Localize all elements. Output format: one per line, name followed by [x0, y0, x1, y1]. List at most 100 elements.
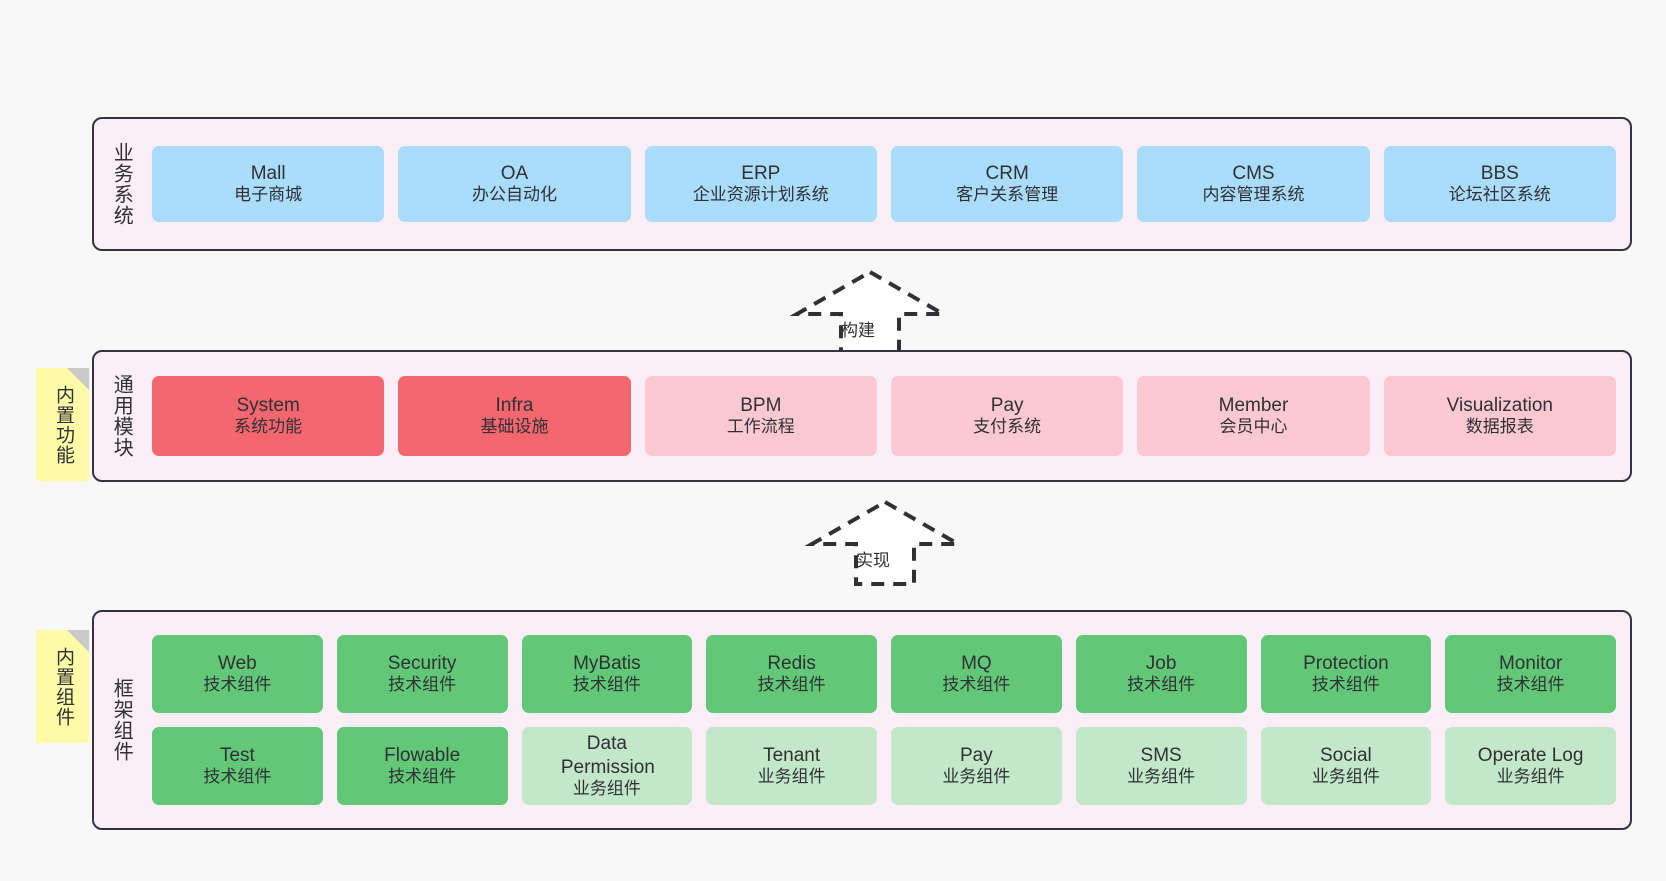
note-fold-corner-icon	[67, 368, 89, 390]
card-pay-module-cn: 支付系统	[973, 417, 1042, 437]
card-mall-en: Mall	[250, 163, 286, 185]
card-system-cn: 系统功能	[234, 417, 303, 437]
connector-build-arrow	[789, 269, 951, 356]
card-bpm-cn: 工作流程	[726, 417, 795, 437]
band-body-business-systems: Mall 电子商城 OA 办公自动化 ERP 企业资源计划系统 CRM 客户关系…	[148, 119, 1630, 249]
card-bbs-cn: 论坛社区系统	[1448, 185, 1551, 205]
card-protection[interactable]: Protection 技术组件	[1260, 635, 1432, 713]
card-pay-component[interactable]: Pay 业务组件	[891, 727, 1062, 805]
card-sms-en: SMS	[1140, 745, 1182, 767]
card-sms[interactable]: SMS 业务组件	[1075, 727, 1247, 805]
card-security[interactable]: Security 技术组件	[336, 635, 508, 713]
card-sms-cn: 业务组件	[1127, 767, 1196, 787]
card-redis[interactable]: Redis 技术组件	[706, 635, 877, 713]
card-redis-en: Redis	[767, 653, 816, 675]
card-web-en: Web	[218, 653, 257, 675]
card-mybatis-cn: 技术组件	[572, 675, 641, 695]
card-test-en: Test	[219, 745, 255, 767]
band-title-business-systems: 业务系统	[110, 142, 133, 226]
card-mq-cn: 技术组件	[942, 675, 1011, 695]
card-tenant-en: Tenant	[763, 745, 821, 767]
card-operate-log-cn: 业务组件	[1496, 767, 1565, 787]
card-pay-component-cn: 业务组件	[942, 767, 1011, 787]
card-mq-en: MQ	[961, 653, 992, 675]
card-monitor-cn: 技术组件	[1496, 675, 1565, 695]
band-body-framework-components: Web 技术组件 Security 技术组件 MyBatis 技术组件 Redi…	[148, 612, 1630, 828]
card-bbs[interactable]: BBS 论坛社区系统	[1383, 146, 1616, 222]
card-tenant[interactable]: Tenant 业务组件	[706, 727, 877, 805]
card-protection-en: Protection	[1303, 653, 1389, 675]
card-visualization-cn: 数据报表	[1465, 417, 1534, 437]
connector-implement: 实现	[804, 498, 970, 588]
card-security-en: Security	[387, 653, 457, 675]
card-infra-en: Infra	[495, 395, 534, 417]
card-social-cn: 业务组件	[1311, 767, 1380, 787]
card-cms[interactable]: CMS 内容管理系统	[1137, 146, 1370, 222]
note-builtin-components-label: 内置组件	[52, 646, 74, 727]
card-mall[interactable]: Mall 电子商城	[152, 146, 385, 222]
card-social[interactable]: Social 业务组件	[1260, 727, 1432, 805]
card-test[interactable]: Test 技术组件	[152, 727, 323, 805]
card-oa-cn: 办公自动化	[471, 185, 557, 205]
band-title-common-modules: 通用模块	[110, 374, 133, 458]
card-bpm[interactable]: BPM 工作流程	[644, 376, 877, 456]
card-data-permission-cn: 业务组件	[572, 778, 641, 798]
connector-build-label: 构建	[841, 321, 875, 340]
card-cms-cn: 内容管理系统	[1202, 185, 1305, 205]
card-erp[interactable]: ERP 企业资源计划系统	[644, 146, 877, 222]
card-data-permission[interactable]: Data Permission 业务组件	[521, 727, 693, 805]
card-job-cn: 技术组件	[1127, 675, 1196, 695]
card-pay-module[interactable]: Pay 支付系统	[890, 376, 1124, 456]
card-erp-cn: 企业资源计划系统	[692, 185, 829, 205]
card-crm-cn: 客户关系管理	[956, 185, 1059, 205]
note-builtin-features-label: 内置功能	[52, 384, 74, 465]
card-infra-cn: 基础设施	[480, 417, 549, 437]
band-title-framework-components: 框架组件	[110, 678, 133, 762]
card-job[interactable]: Job 技术组件	[1075, 635, 1247, 713]
card-flowable[interactable]: Flowable 技术组件	[336, 727, 508, 805]
card-oa-en: OA	[500, 163, 529, 185]
card-mall-cn: 电子商城	[234, 185, 303, 205]
card-mybatis-en: MyBatis	[573, 653, 641, 675]
note-builtin-components: 内置组件	[36, 630, 89, 743]
card-infra[interactable]: Infra 基础设施	[398, 376, 631, 456]
card-pay-component-en: Pay	[960, 745, 993, 767]
card-bpm-en: BPM	[740, 395, 782, 417]
card-system-en: System	[236, 395, 300, 417]
card-member-cn: 会员中心	[1219, 417, 1288, 437]
card-monitor[interactable]: Monitor 技术组件	[1445, 635, 1616, 713]
card-data-permission-en: Data Permission	[560, 733, 655, 778]
card-member-en: Member	[1218, 395, 1289, 417]
card-crm[interactable]: CRM 客户关系管理	[890, 146, 1124, 222]
card-oa[interactable]: OA 办公自动化	[398, 146, 631, 222]
connector-implement-arrow	[804, 499, 966, 586]
card-operate-log[interactable]: Operate Log 业务组件	[1445, 727, 1616, 805]
card-erp-en: ERP	[741, 163, 781, 185]
note-builtin-features: 内置功能	[36, 368, 89, 481]
card-social-en: Social	[1320, 745, 1372, 767]
card-security-cn: 技术组件	[388, 675, 457, 695]
card-flowable-en: Flowable	[384, 745, 461, 767]
card-visualization-en: Visualization	[1446, 395, 1553, 417]
card-crm-en: CRM	[985, 163, 1029, 185]
card-tenant-cn: 业务组件	[757, 767, 826, 787]
card-system[interactable]: System 系统功能	[152, 376, 385, 456]
card-redis-cn: 技术组件	[757, 675, 826, 695]
card-web[interactable]: Web 技术组件	[152, 635, 323, 713]
connector-implement-label: 实现	[856, 551, 890, 570]
card-visualization[interactable]: Visualization 数据报表	[1383, 376, 1616, 456]
card-cms-en: CMS	[1232, 163, 1275, 185]
card-operate-log-en: Operate Log	[1477, 745, 1584, 767]
card-job-en: Job	[1145, 653, 1177, 675]
card-mq[interactable]: MQ 技术组件	[891, 635, 1062, 713]
card-mybatis[interactable]: MyBatis 技术组件	[521, 635, 693, 713]
framework-row-technical: Web 技术组件 Security 技术组件 MyBatis 技术组件 Redi…	[152, 635, 1616, 713]
card-member[interactable]: Member 会员中心	[1137, 376, 1370, 456]
card-pay-module-en: Pay	[990, 395, 1024, 417]
band-business-systems: 业务系统 Mall 电子商城 OA 办公自动化 ERP 企业资源计划系统 CRM…	[92, 117, 1632, 251]
band-body-common-modules: System 系统功能 Infra 基础设施 BPM 工作流程 Pay 支付系统…	[148, 352, 1630, 480]
card-test-cn: 技术组件	[203, 767, 272, 787]
framework-row-business: Test 技术组件 Flowable 技术组件 Data Permission …	[152, 727, 1616, 805]
card-bbs-en: BBS	[1480, 163, 1519, 185]
